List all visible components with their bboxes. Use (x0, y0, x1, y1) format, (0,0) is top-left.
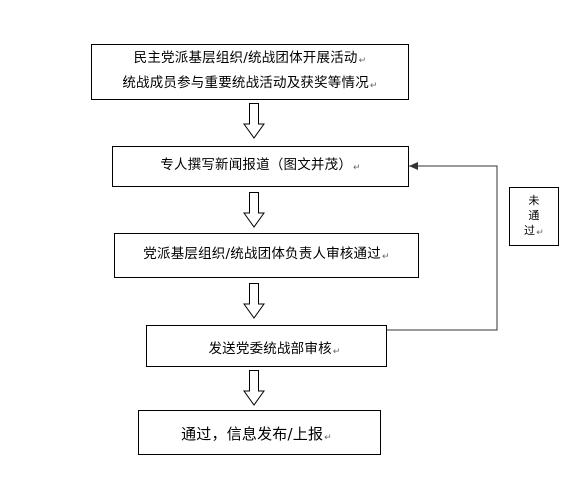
down-arrow-2 (243, 192, 265, 228)
step-1-activity-box: 民主党派基层组织/统战团体开展活动↵ 统战成员参与重要统战活动及获奖等情况↵ (91, 44, 409, 100)
rejected-label-char-2: 通 (528, 209, 540, 222)
rejected-label-char-3: 过↵ (524, 224, 544, 238)
paragraph-mark: ↵ (353, 163, 361, 173)
step-5-publish-box: 通过，信息发布/上报↵ (138, 410, 381, 455)
rejected-label-char-1: 未 (528, 194, 540, 207)
step-2-line-1: 专人撰写新闻报道（图文并茂）↵ (160, 157, 361, 173)
paragraph-mark: ↵ (324, 432, 332, 443)
step-1-line-2: 统战成员参与重要统战活动及获奖等情况↵ (122, 75, 378, 91)
paragraph-mark: ↵ (369, 81, 378, 91)
paragraph-mark: ↵ (358, 56, 367, 66)
paragraph-mark: ↵ (381, 252, 390, 262)
step-3-line-1: 党派基层组织/统战团体负责人审核通过↵ (143, 246, 390, 262)
paragraph-mark: ↵ (536, 228, 544, 238)
paragraph-mark: ↵ (332, 346, 341, 357)
down-arrow-3 (243, 283, 265, 319)
step-3-leader-review-box: 党派基层组织/统战团体负责人审核通过↵ (114, 233, 419, 278)
step-2-news-report-box: 专人撰写新闻报道（图文并茂）↵ (112, 146, 409, 187)
step-4-line-1: 发送党委统战部审核↵ (208, 340, 341, 357)
down-arrow-4 (243, 370, 265, 406)
down-arrow-1 (243, 103, 265, 139)
step-5-line-1: 通过，信息发布/上报↵ (181, 424, 332, 443)
step-4-department-review-box: 发送党委统战部审核↵ (146, 325, 387, 367)
step-1-line-1: 民主党派基层组织/统战团体开展活动↵ (133, 50, 367, 66)
rejected-label-box: 未 通 过↵ (509, 187, 559, 246)
